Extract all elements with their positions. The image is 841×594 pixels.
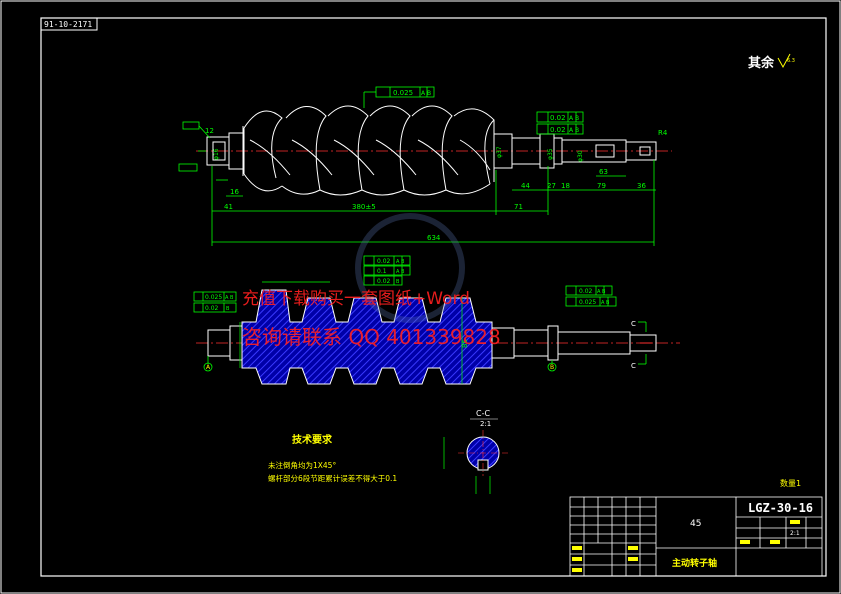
section-view: A B C C 0.02 A B 0.1 A B 0.02: [193, 255, 680, 385]
dim-71: 71: [514, 203, 523, 211]
dim-634: 634: [427, 234, 441, 242]
title-material: 45: [690, 519, 701, 529]
cut-label-bottom: C: [631, 362, 636, 370]
tech-req-line2: 螺杆部分6段节距累计误差不得大于0.1: [268, 473, 397, 483]
section-cc: C-C 2:1: [443, 409, 508, 494]
watermark-line1: 充值下载购买一套图纸+Word: [242, 289, 470, 309]
tolerance-d-datum: A B: [225, 295, 234, 301]
tolerance-b-datum: A B: [396, 269, 405, 275]
watermark: 充值下载购买一套图纸+Word 咨询请联系 QQ 401339828: [242, 213, 501, 349]
tolerance-a-datum: A B: [396, 259, 405, 265]
dim-63: 63: [599, 168, 608, 176]
tolerance-f-value: 0.02: [579, 288, 593, 295]
tolerance-e-datum: B: [226, 306, 230, 312]
tech-req-title: 技术要求: [292, 433, 333, 446]
svg-text:φ30: φ30: [577, 150, 584, 162]
title-block: [569, 496, 823, 577]
dim-44: 44: [521, 182, 530, 190]
tolerance-c-value: 0.02: [377, 278, 391, 285]
dim-18: 18: [561, 182, 570, 190]
svg-text:φ35: φ35: [547, 148, 554, 160]
dim-12: 12: [205, 127, 214, 135]
tolerance-a-value: 0.02: [377, 258, 391, 265]
tolerance-3-value: 0.02: [550, 126, 566, 134]
tech-req-line1: 未注倒角均为1X45°: [268, 460, 336, 470]
datum-a-label: A: [206, 364, 211, 371]
tolerance-g-datum: A B: [601, 300, 610, 306]
dim-r4: R4: [658, 129, 668, 137]
svg-text:6.3: 6.3: [787, 58, 795, 64]
dim-41: 41: [224, 203, 233, 211]
general-roughness-label: 其余: [748, 55, 775, 71]
tolerance-2-datum: A B: [569, 115, 579, 122]
title-scale: 2:1: [790, 530, 800, 537]
tolerance-b-value: 0.1: [377, 268, 387, 275]
svg-text:φ16: φ16: [213, 148, 220, 160]
tolerance-frame-1: [363, 86, 435, 108]
title-drawing-no: LGZ-30-16: [748, 501, 813, 515]
tolerance-g-value: 0.025: [579, 299, 596, 306]
drawing-number-text: 91-10-2171: [44, 20, 92, 29]
tolerance-1-datum: A B: [421, 90, 431, 97]
datum-b-label: B: [550, 364, 554, 371]
drawing-frame: [40, 17, 827, 577]
roughness-symbol-icon: 6.3: [777, 53, 795, 69]
dim-27: 27: [547, 182, 556, 190]
drawing-number-box: [40, 17, 98, 31]
tolerance-3-datum: A B: [569, 127, 579, 134]
section-cc-title: C-C: [476, 409, 490, 418]
screw-helix-top: [243, 105, 495, 196]
cut-label-top: C: [631, 320, 636, 328]
tech-requirements: 技术要求 未注倒角均为1X45° 螺杆部分6段节距累计误差不得大于0.1: [268, 433, 397, 483]
tolerance-1-value: 0.025: [393, 89, 413, 97]
dim-16: 16: [230, 188, 239, 196]
top-view: 41 380±5 71 634 44 27 18 79 36 63 16 12 …: [178, 86, 672, 246]
tolerance-f-datum: A B: [597, 289, 606, 295]
section-cc-scale: 2:1: [480, 420, 491, 428]
watermark-line2: 咨询请联系 QQ 401339828: [242, 325, 501, 349]
dim-79: 79: [597, 182, 606, 190]
title-part-name: 主动转子轴: [672, 557, 717, 569]
svg-text:φ37: φ37: [496, 146, 503, 158]
dim-86: 86: [461, 339, 469, 348]
screw-section-hatched: [241, 289, 493, 385]
title-quantity: 数量1: [780, 478, 801, 488]
tolerance-2-value: 0.02: [550, 114, 566, 122]
tolerance-c-datum: B: [396, 279, 400, 285]
tolerance-d-value: 0.025: [205, 294, 222, 301]
dim-36: 36: [637, 182, 646, 190]
tolerance-e-value: 0.02: [205, 305, 219, 312]
dim-380: 380±5: [352, 203, 376, 211]
